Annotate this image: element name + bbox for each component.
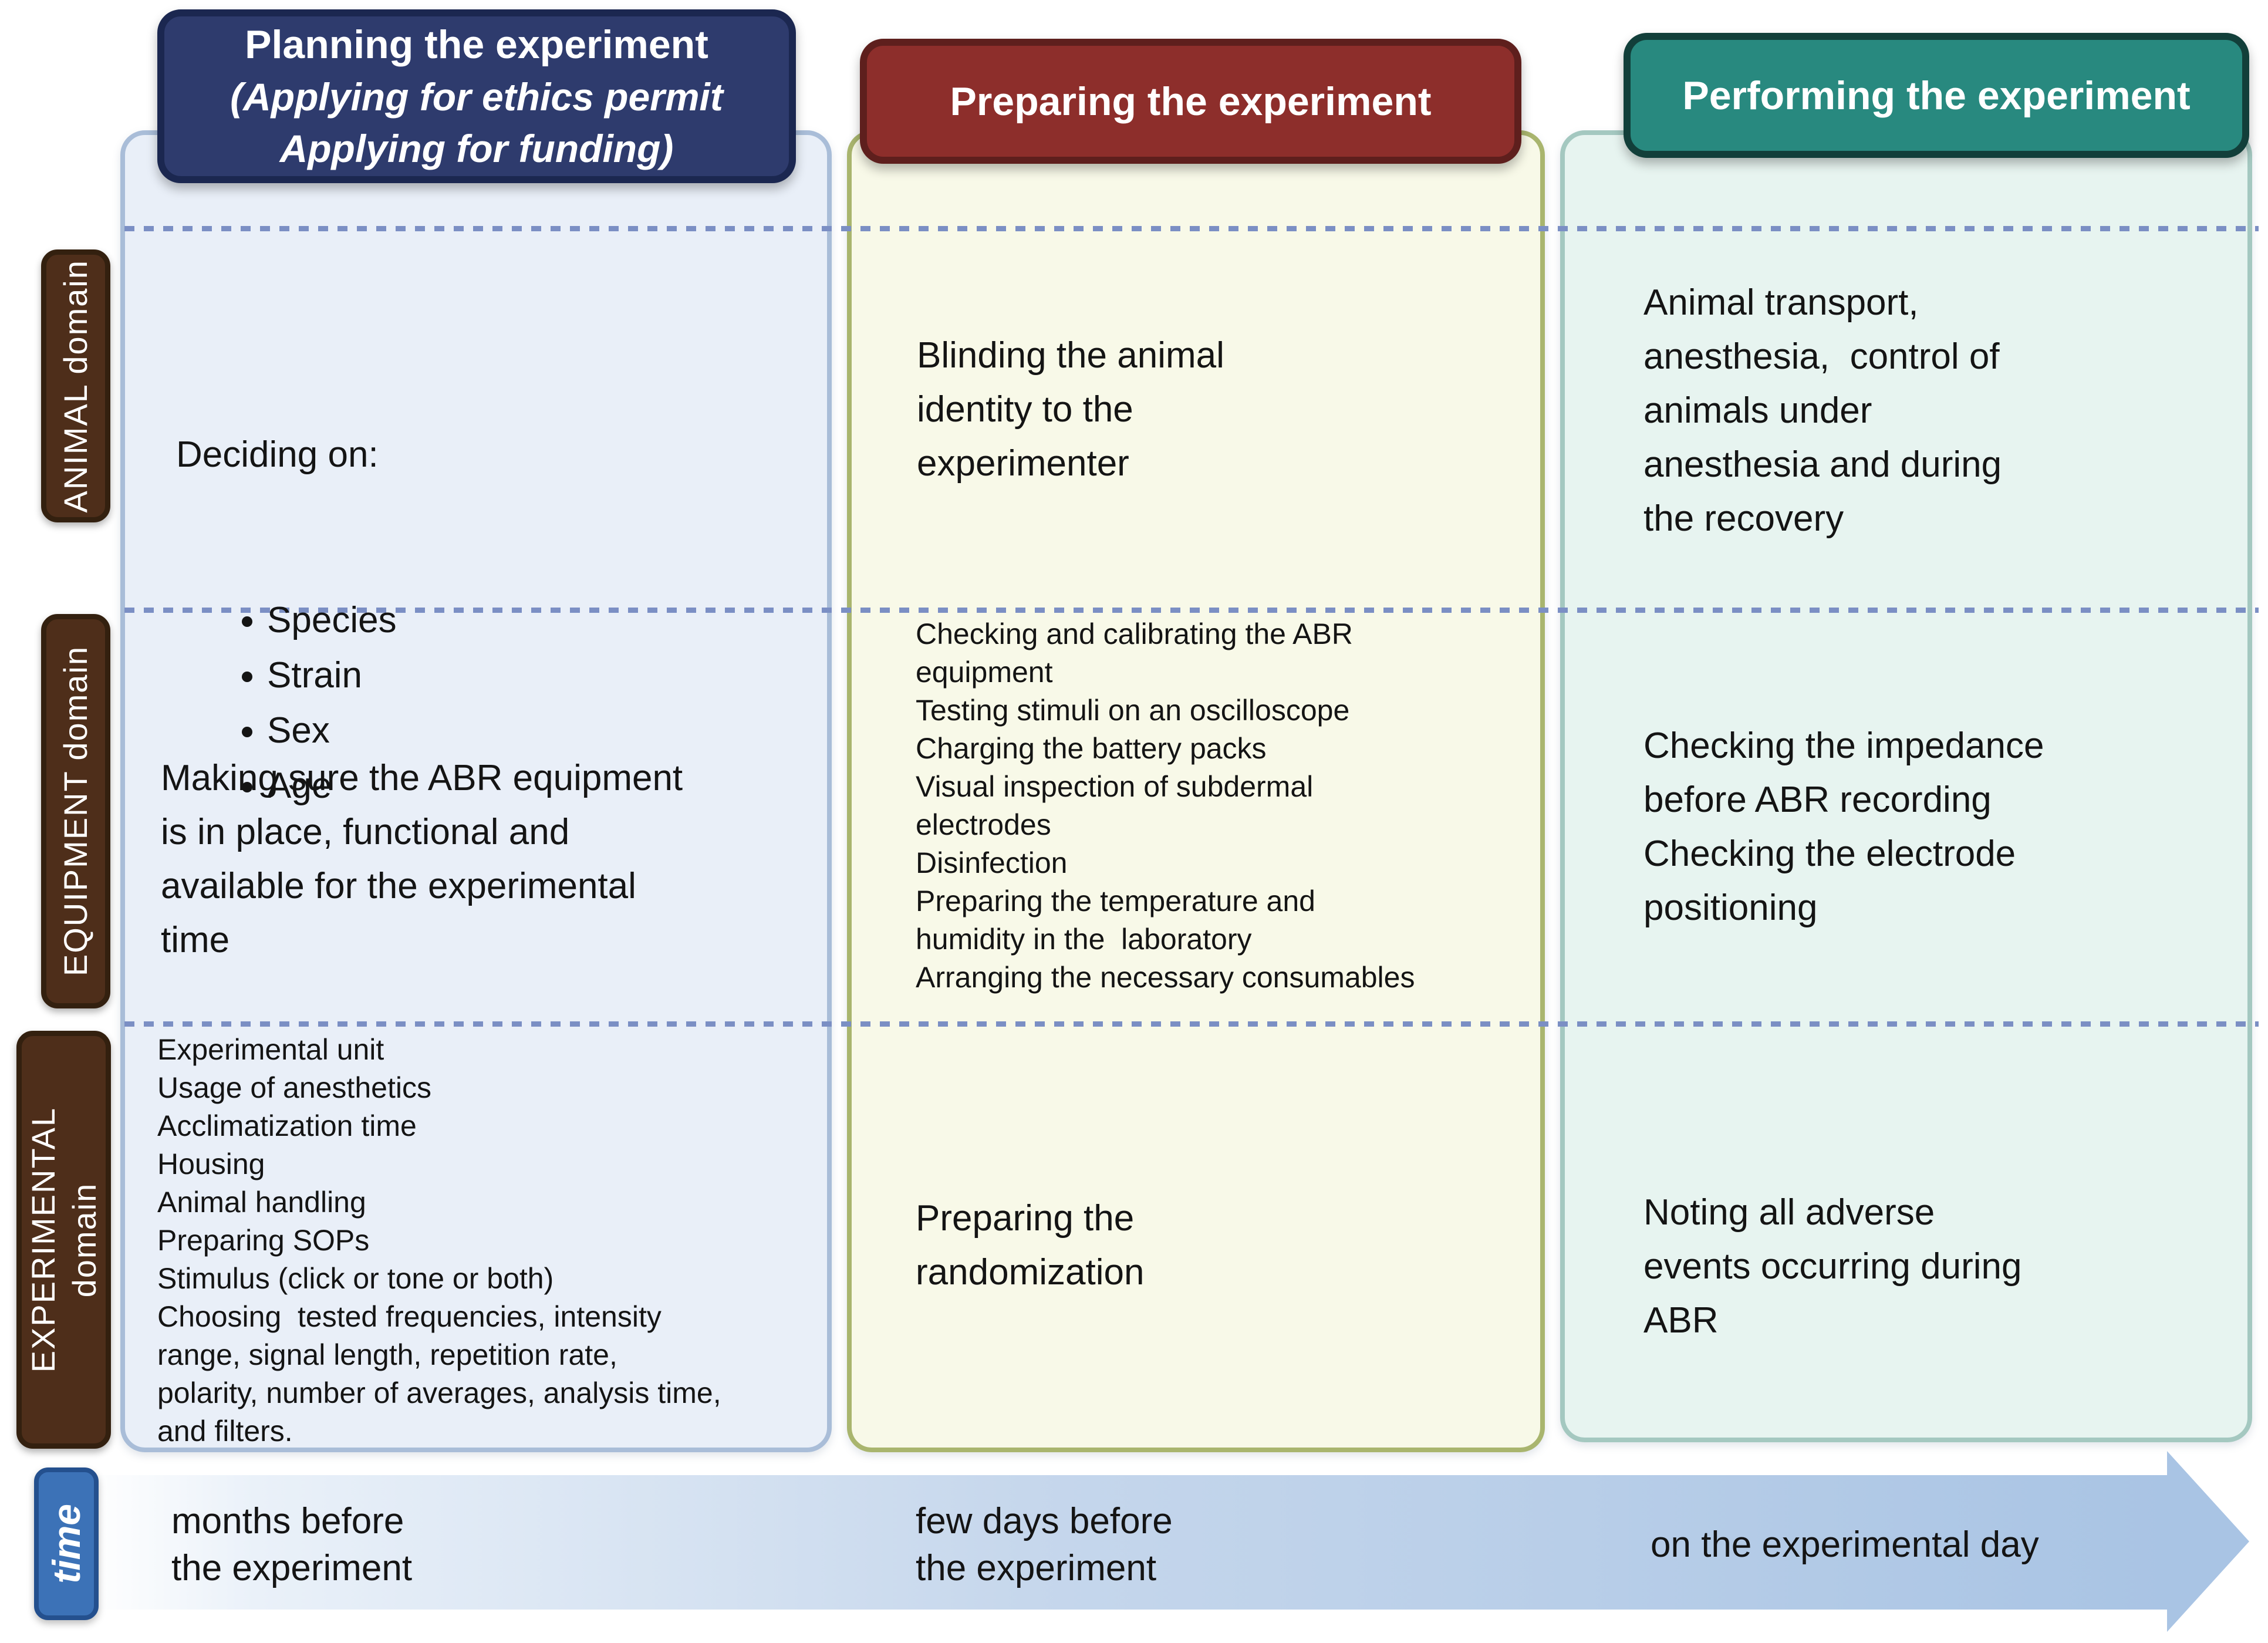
panel-performing-column xyxy=(1560,130,2252,1442)
header-planning-subtitle: (Applying for ethics permit Applying for… xyxy=(230,75,723,170)
list-item: Animal handling xyxy=(157,1186,366,1219)
list-item: Visual inspection of subdermal electrode… xyxy=(916,770,1314,841)
timeline-stage-performing: on the experimental day xyxy=(1651,1524,2039,1565)
row-label-animal-domain-text: ANIMAL domain xyxy=(57,259,94,513)
list-item: Preparing the temperature and humidity i… xyxy=(916,885,1315,956)
timeline-stage-preparing: few days before the experiment xyxy=(916,1501,1173,1588)
header-planning: Planning the experiment (Applying for et… xyxy=(157,9,796,183)
cell-equipment-planning: Making sure the ABR equipment is in plac… xyxy=(161,758,683,960)
list-item: Strain xyxy=(267,648,397,703)
list-item: Acclimatization time xyxy=(157,1109,417,1142)
cell-equipment-performing: Checking the impedance before ABR record… xyxy=(1643,719,2044,935)
row-divider-animal-top xyxy=(124,226,2259,231)
list-item: Preparing SOPs xyxy=(157,1224,370,1257)
list-item: Testing stimuli on an oscilloscope xyxy=(916,694,1350,727)
header-performing-title: Performing the experiment xyxy=(1682,73,2191,118)
row-divider-equipment-top xyxy=(124,608,2259,613)
time-axis-label-box: time xyxy=(34,1467,99,1620)
cell-animal-planning-bullet-list: SpeciesStrainSexAge xyxy=(176,593,397,814)
list-item: Disinfection xyxy=(916,846,1068,879)
timeline-stage-planning: months before the experiment xyxy=(171,1501,413,1588)
panel-preparing-column xyxy=(847,130,1545,1452)
header-preparing: Preparing the experiment xyxy=(860,39,1521,164)
header-performing: Performing the experiment xyxy=(1624,33,2249,158)
row-divider-experimental-top xyxy=(124,1021,2259,1027)
cell-equipment-preparing: Checking and calibrating the ABR equipme… xyxy=(916,615,1415,997)
list-item: Checking the impedance before ABR record… xyxy=(1643,726,2044,820)
header-preparing-title: Preparing the experiment xyxy=(950,79,1432,124)
cell-animal-planning-intro: Deciding on: xyxy=(176,434,379,475)
list-item: Usage of anesthetics xyxy=(157,1071,431,1104)
list-item: Charging the battery packs xyxy=(916,732,1267,765)
list-item: Checking and calibrating the ABR equipme… xyxy=(916,618,1353,689)
list-item: Species xyxy=(267,593,397,648)
cell-animal-preparing: Blinding the animal identity to the expe… xyxy=(917,335,1224,484)
row-label-experimental-domain: EXPERIMENTAL domain xyxy=(16,1031,111,1449)
time-arrow-body xyxy=(88,1475,2167,1610)
cell-animal-planning: Deciding on: SpeciesStrainSexAge xyxy=(176,317,397,924)
cell-experimental-performing: Noting all adverse events occurring duri… xyxy=(1643,1192,2022,1341)
list-item: Sex xyxy=(267,703,397,758)
list-item: Age xyxy=(267,758,397,814)
time-arrow-head xyxy=(2167,1451,2249,1632)
row-label-animal-domain: ANIMAL domain xyxy=(41,249,110,522)
row-label-experimental-domain-text: EXPERIMENTAL domain xyxy=(24,1106,103,1373)
cell-animal-performing: Animal transport, anesthesia, control of… xyxy=(1643,282,2002,539)
cell-experimental-preparing: Preparing the randomization xyxy=(916,1198,1145,1293)
header-planning-title: Planning the experiment xyxy=(245,22,708,67)
list-item: Experimental unit xyxy=(157,1033,384,1066)
list-item: Housing xyxy=(157,1148,265,1180)
list-item: Stimulus (click or tone or both) xyxy=(157,1262,554,1295)
time-axis-label: time xyxy=(45,1504,88,1584)
list-item: Choosing tested frequencies, intensity r… xyxy=(157,1300,721,1448)
list-item: Checking the electrode positioning xyxy=(1643,834,2016,928)
list-item: Arranging the necessary consumables xyxy=(916,961,1415,994)
row-label-equipment-domain-text: EQUIPMENT domain xyxy=(57,646,94,977)
panel-planning-column xyxy=(120,130,832,1452)
row-label-equipment-domain: EQUIPMENT domain xyxy=(41,614,110,1008)
